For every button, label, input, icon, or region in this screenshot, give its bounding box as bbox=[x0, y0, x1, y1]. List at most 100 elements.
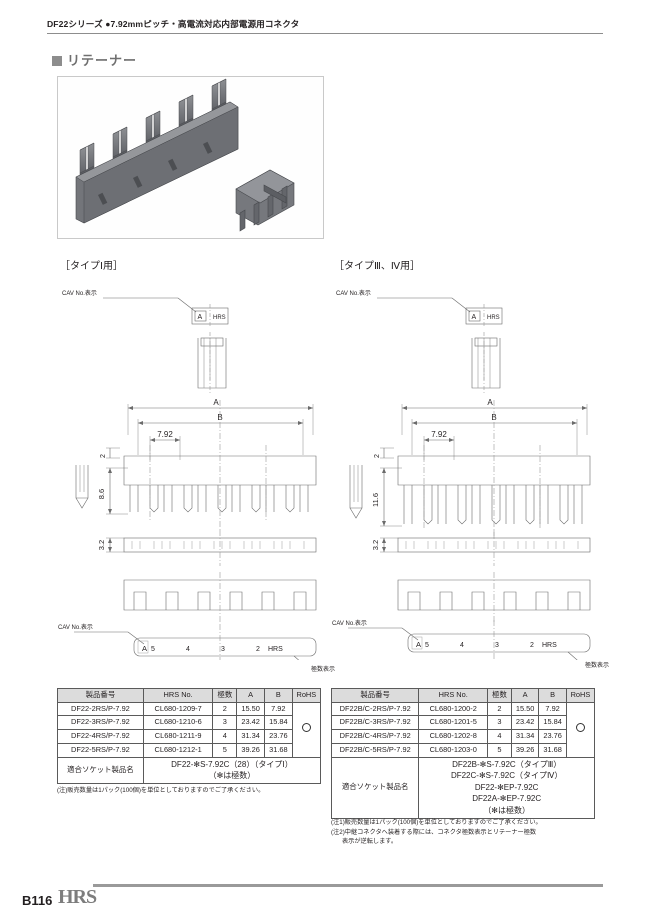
type1-caption: ［タイプⅠ用］ bbox=[60, 261, 123, 272]
cell-poles: 2 bbox=[212, 701, 238, 717]
type1-drawing: A HRS A B 7.92 bbox=[58, 280, 358, 673]
right-spec-table-wrap: 製品番号 HRS No. 極数 A B RoHS DF22B/C-2RS/P-7… bbox=[330, 688, 596, 819]
cell-poles: 2 bbox=[487, 701, 512, 717]
type34-caption: ［タイプⅢ、Ⅳ用］ bbox=[334, 261, 421, 272]
socket-line: DF22-✻S-7.92C（28）（タイプⅠ） bbox=[171, 759, 293, 769]
table-row: DF22B/C-5RS/P-7.92 CL680-1203-0 5 39.26 … bbox=[330, 742, 595, 758]
note-line: (注1)販売数量は1パック(100個)を単位としておりますのでご了承ください。 bbox=[331, 819, 542, 826]
cell-product-number: DF22-2RS/P-7.92 bbox=[57, 701, 144, 717]
left-spec-table-wrap: 製品番号 HRS No. 極数 A B RoHS DF22-2RS/P-7.92… bbox=[57, 688, 322, 784]
svg-text:5: 5 bbox=[151, 646, 155, 653]
cell-a: 15.50 bbox=[510, 701, 540, 717]
cell-a: 23.42 bbox=[510, 715, 540, 731]
col-rohs: RoHS bbox=[291, 688, 322, 703]
right-spec-table: 製品番号 HRS No. 極数 A B RoHS DF22B/C-2RS/P-7… bbox=[330, 688, 596, 819]
page-header-title: DF22シリーズ ●7.92mmピッチ・高電流対応内部電源用コネクタ bbox=[47, 19, 300, 29]
svg-text:4: 4 bbox=[460, 642, 464, 649]
cell-poles: 3 bbox=[212, 715, 238, 731]
svg-text:4: 4 bbox=[186, 646, 190, 653]
right-table-notes: (注1)販売数量は1パック(100個)を単位としておりますのでご了承ください。 … bbox=[331, 818, 611, 847]
table-row: DF22-2RS/P-7.92 CL680-1209-7 2 15.50 7.9… bbox=[57, 701, 322, 758]
svg-text:7.92: 7.92 bbox=[157, 430, 173, 439]
cell-a: 39.26 bbox=[236, 742, 265, 758]
svg-text:3.2: 3.2 bbox=[97, 540, 106, 550]
col-poles: 極数 bbox=[487, 688, 512, 703]
socket-body: DF22B-✻S-7.92C（タイプⅢ） DF22C-✻S-7.92C（タイプⅣ… bbox=[418, 756, 595, 819]
hrs-logo: HRS bbox=[58, 886, 97, 908]
svg-text:A: A bbox=[472, 314, 477, 321]
svg-text:2: 2 bbox=[530, 642, 534, 649]
svg-text:B: B bbox=[217, 413, 222, 422]
cell-b: 23.76 bbox=[263, 729, 293, 744]
socket-line: DF22A-✻EP-7.92C bbox=[472, 794, 542, 804]
svg-text:7.92: 7.92 bbox=[431, 430, 447, 439]
col-poles: 極数 bbox=[212, 688, 238, 703]
svg-text:A: A bbox=[416, 640, 421, 649]
cell-a: 23.42 bbox=[236, 715, 265, 731]
cell-a: 31.34 bbox=[236, 729, 265, 744]
cell-hrs-no: CL680-1202-8 bbox=[418, 729, 489, 744]
cell-hrs-no: CL680-1209-7 bbox=[142, 701, 214, 717]
cell-b: 23.76 bbox=[538, 729, 567, 744]
table-row: DF22-3RS/P-7.92 CL680-1210-6 3 23.42 15.… bbox=[57, 715, 321, 731]
cell-a: 31.34 bbox=[510, 729, 540, 744]
socket-line: DF22B-✻S-7.92C（タイプⅢ） bbox=[452, 759, 562, 769]
cell-hrs-no: CL680-1201-5 bbox=[418, 715, 489, 731]
svg-text:2: 2 bbox=[100, 454, 107, 458]
svg-text:HRS: HRS bbox=[268, 646, 283, 653]
socket-header: 適合ソケット製品名 bbox=[57, 756, 144, 784]
col-a: A bbox=[236, 688, 265, 703]
cell-rohs bbox=[291, 701, 322, 758]
cell-product-number: DF22-3RS/P-7.92 bbox=[57, 715, 144, 731]
svg-text:A: A bbox=[213, 398, 219, 407]
table-header-row: 製品番号 HRS No. 極数 A B RoHS bbox=[330, 688, 596, 703]
svg-text:3: 3 bbox=[221, 646, 225, 653]
cell-b: 7.92 bbox=[263, 701, 293, 717]
footer-divider bbox=[93, 884, 603, 887]
svg-text:A: A bbox=[487, 398, 493, 407]
socket-row: 適合ソケット製品名 DF22-✻S-7.92C（28）（タイプⅠ） （✻は極数） bbox=[57, 756, 322, 784]
col-hrs-no: HRS No. bbox=[418, 688, 489, 703]
svg-text:2: 2 bbox=[374, 454, 381, 458]
section-title: リテーナー bbox=[52, 50, 137, 69]
cell-hrs-no: CL680-1212-1 bbox=[142, 742, 214, 758]
svg-text:HRS: HRS bbox=[213, 315, 226, 321]
cell-poles: 4 bbox=[487, 729, 512, 744]
cell-product-number: DF22B/C-3RS/P-7.92 bbox=[330, 715, 420, 731]
socket-line: （✻は極数） bbox=[483, 806, 531, 816]
table-row: DF22-4RS/P-7.92 CL680-1211-9 4 31.34 23.… bbox=[57, 729, 321, 744]
page-number: B116 bbox=[22, 893, 53, 908]
cell-poles: 5 bbox=[212, 742, 238, 758]
cell-poles: 3 bbox=[487, 715, 512, 731]
col-b: B bbox=[538, 688, 567, 703]
col-hrs-no: HRS No. bbox=[142, 688, 214, 703]
svg-text:3.2: 3.2 bbox=[371, 540, 380, 550]
col-rohs: RoHS bbox=[565, 688, 596, 703]
socket-line: （✻は極数） bbox=[208, 771, 256, 781]
table-row: DF22B/C-2RS/P-7.92 CL680-1200-2 2 15.50 … bbox=[330, 701, 596, 758]
cell-b: 15.84 bbox=[263, 715, 293, 731]
svg-text:3: 3 bbox=[495, 642, 499, 649]
table-header-row: 製品番号 HRS No. 極数 A B RoHS bbox=[57, 688, 322, 703]
socket-line: DF22-✻EP-7.92C bbox=[474, 782, 539, 792]
cell-product-number: DF22-5RS/P-7.92 bbox=[57, 742, 144, 758]
svg-text:A: A bbox=[142, 644, 147, 653]
col-b: B bbox=[263, 688, 293, 703]
svg-text:5: 5 bbox=[425, 642, 429, 649]
cell-poles: 5 bbox=[487, 742, 512, 758]
col-product-number: 製品番号 bbox=[330, 688, 420, 703]
svg-text:11.6: 11.6 bbox=[371, 493, 380, 507]
table-row: DF22B/C-4RS/P-7.92 CL680-1202-8 4 31.34 … bbox=[330, 729, 595, 744]
type1-cav-label: CAV No.表示 bbox=[62, 291, 97, 297]
socket-line: DF22C-✻S-7.92C（タイプⅣ） bbox=[450, 771, 563, 781]
cell-a: 39.26 bbox=[510, 742, 540, 758]
type34-pole-label: 極数表示 bbox=[585, 663, 610, 669]
cell-b: 31.68 bbox=[538, 742, 567, 758]
table-row: DF22-5RS/P-7.92 CL680-1212-1 5 39.26 31.… bbox=[57, 742, 321, 758]
left-table-notes: (注)販売数量は1パック(100個)を単位としておりますのでご了承ください。 bbox=[57, 786, 327, 796]
note-line: (注)販売数量は1パック(100個)を単位としておりますのでご了承ください。 bbox=[57, 787, 265, 794]
type1-pole-label: 極数表示 bbox=[311, 667, 336, 673]
cell-hrs-no: CL680-1203-0 bbox=[418, 742, 489, 758]
type34-cav-label: CAV No.表示 bbox=[336, 291, 371, 297]
